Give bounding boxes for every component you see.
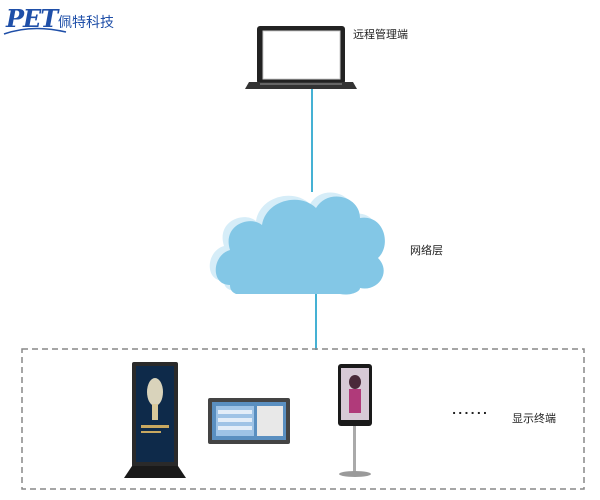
floor-kiosk-icon xyxy=(124,362,186,478)
network-layer-label: 网络层 xyxy=(410,242,443,258)
wall-mounted-screen-icon xyxy=(208,398,290,444)
remote-management-label: 远程管理端 xyxy=(353,26,408,42)
standing-poster-screen-icon xyxy=(338,364,372,477)
display-terminals-label: 显示终端 xyxy=(512,410,556,426)
terminal-group-border xyxy=(22,349,584,489)
laptop-icon xyxy=(245,26,357,89)
cloud-icon xyxy=(210,193,385,295)
more-terminals-ellipsis: ...... xyxy=(452,404,489,417)
